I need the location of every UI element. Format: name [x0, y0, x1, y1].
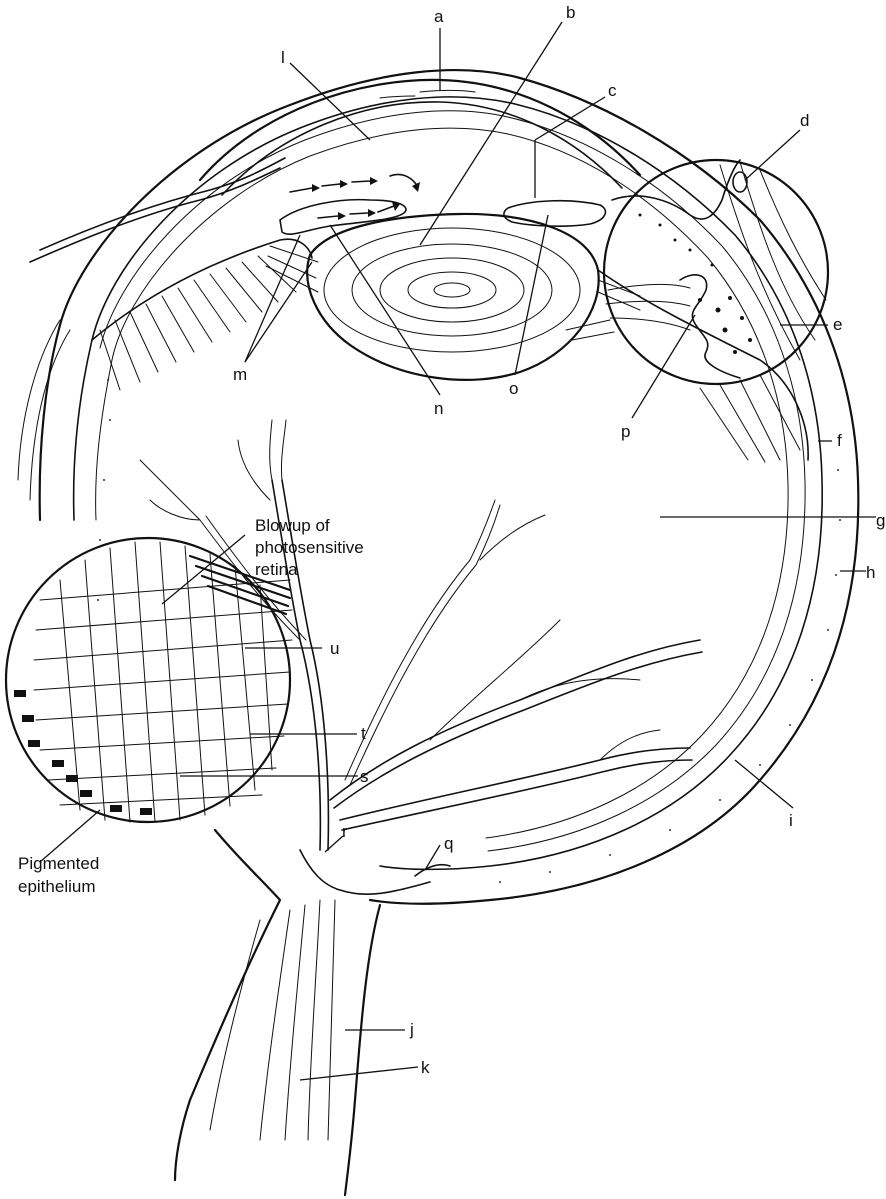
optic-nerve	[175, 830, 450, 1195]
label-h: h	[866, 563, 875, 582]
retinal-vessels	[140, 420, 702, 850]
label-g: g	[876, 511, 885, 530]
caption-pigmented-line-2: epithelium	[18, 877, 96, 896]
retina-blowup-circle	[6, 538, 292, 822]
leader-p	[632, 315, 695, 418]
label-d: d	[800, 111, 809, 130]
label-a: a	[434, 7, 444, 26]
leader-m-1	[245, 235, 300, 362]
label-f: f	[837, 431, 842, 450]
label-j: j	[409, 1020, 414, 1039]
ciliary-body	[92, 239, 808, 462]
iris	[280, 174, 605, 234]
caption-retina-line-2: photosensitive	[255, 538, 364, 557]
aqueous-flow-arrows	[290, 174, 420, 220]
label-s: s	[360, 767, 369, 786]
leader-i	[735, 760, 793, 808]
label-c: c	[608, 81, 617, 100]
label-o: o	[509, 379, 518, 398]
label-r: r	[342, 822, 348, 841]
leader-n	[330, 225, 440, 395]
lens	[307, 214, 598, 380]
leader-d	[745, 130, 800, 180]
caption-pigmented-line-1: Pigmented	[18, 854, 99, 873]
label-l: l	[281, 48, 285, 67]
leader-b	[420, 22, 562, 245]
label-e: e	[833, 315, 842, 334]
retina-blowup-caption: Blowup of photosensitive retina	[255, 516, 364, 579]
label-i: i	[789, 811, 793, 830]
ciliary-blowup-circle	[604, 160, 828, 384]
caption-retina-line-1: Blowup of	[255, 516, 330, 535]
label-k: k	[421, 1058, 430, 1077]
label-n: n	[434, 399, 443, 418]
label-b: b	[566, 3, 575, 22]
pigmented-epithelium-caption: Pigmented epithelium	[18, 854, 99, 896]
leader-o	[515, 215, 548, 375]
leader-k	[300, 1067, 418, 1080]
label-m: m	[233, 365, 247, 384]
leader-lines	[40, 22, 876, 1080]
label-t: t	[361, 724, 366, 743]
label-u: u	[330, 639, 339, 658]
label-q: q	[444, 834, 453, 853]
caption-retina-line-3: retina	[255, 560, 298, 579]
eyeball-outline	[40, 70, 859, 904]
label-p: p	[621, 422, 630, 441]
